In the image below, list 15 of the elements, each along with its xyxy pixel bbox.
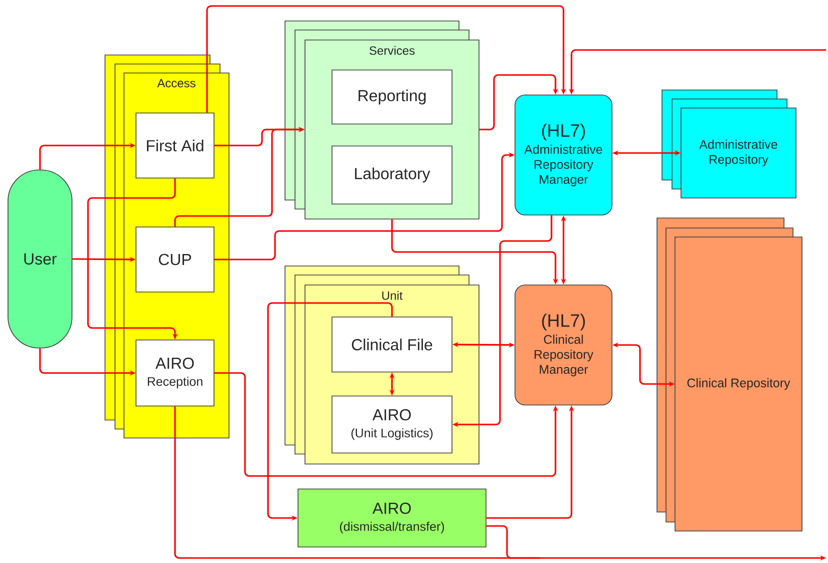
process-box: AIRO (dismissal/transfer): [298, 488, 486, 548]
process-box: AIRO (Unit Logistics): [332, 396, 452, 454]
repository-stack: Administrative Repository: [662, 90, 796, 198]
repository-stack: Clinical Repository: [656, 218, 802, 532]
process-box: First Aid: [136, 112, 214, 178]
arrow: [479, 74, 558, 130]
process-box: Reporting: [332, 70, 452, 124]
process-box: CUP: [136, 226, 214, 292]
manager-box: (HL7) Administrative Repository Manager: [514, 94, 612, 216]
process-box: Laboratory: [332, 146, 452, 204]
actor-capsule: User: [8, 170, 72, 348]
process-box: Clinical File: [332, 316, 452, 372]
process-box: AIRO Reception: [136, 340, 214, 406]
manager-box: (HL7) Clinical Repository Manager: [514, 284, 612, 406]
arrow: [206, 5, 566, 113]
